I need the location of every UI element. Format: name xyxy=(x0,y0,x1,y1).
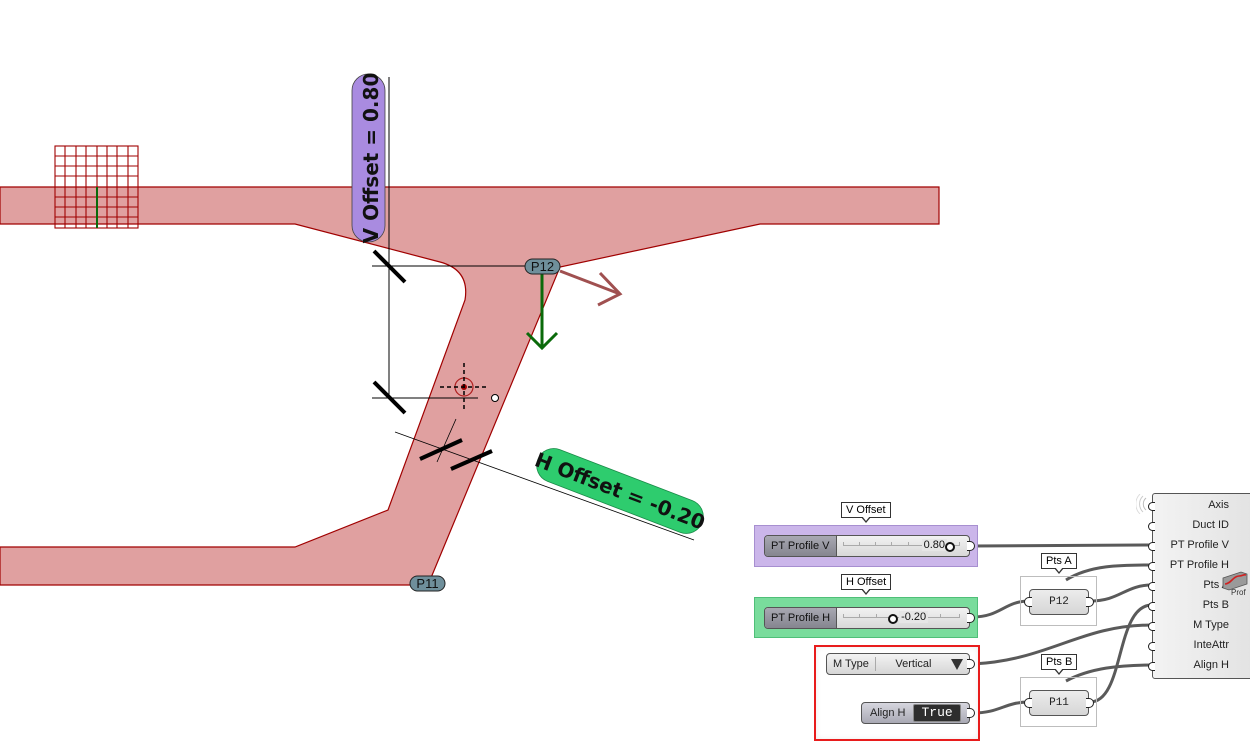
h-dimension xyxy=(394,418,695,541)
slider-track[interactable]: 0.80 xyxy=(837,536,970,556)
wireless-receiver-icon xyxy=(1136,494,1147,514)
input-inteattr[interactable]: InteAttr xyxy=(1193,639,1229,651)
control-point-handle[interactable] xyxy=(491,394,499,402)
output-port[interactable] xyxy=(967,541,975,551)
input-pts-b[interactable]: Pts B xyxy=(1202,599,1229,611)
pts-b-group xyxy=(1020,677,1097,727)
toggle-name: Align H xyxy=(870,707,906,719)
input-m-type[interactable]: M Type xyxy=(1193,619,1229,631)
input-axis[interactable]: Axis xyxy=(1208,499,1229,511)
direction-arrow-icon xyxy=(559,269,623,307)
profile-component-icon: Prof xyxy=(1222,571,1248,596)
slider-track[interactable]: -0.20 xyxy=(837,608,969,628)
input-pts-a[interactable]: Pts A xyxy=(1203,579,1229,591)
input-port[interactable] xyxy=(1148,562,1155,571)
slider-pt-profile-h[interactable]: PT Profile H -0.20 xyxy=(764,607,975,629)
toggle-value[interactable]: True xyxy=(913,704,961,722)
profile-component[interactable]: Axis Duct ID PT Profile V PT Profile H P… xyxy=(1148,493,1250,679)
input-pt-profile-v[interactable]: PT Profile V xyxy=(1170,539,1230,551)
input-port[interactable] xyxy=(1148,522,1155,531)
param-p12[interactable]: P12 xyxy=(1024,589,1094,615)
point-tag-p12: P12 xyxy=(524,258,561,275)
dropdown-arrow-icon[interactable] xyxy=(951,658,963,670)
output-port[interactable] xyxy=(967,613,975,623)
input-pt-profile-h[interactable]: PT Profile H xyxy=(1169,559,1229,571)
value-list-name: M Type xyxy=(827,657,876,671)
input-port[interactable] xyxy=(1148,622,1155,631)
slider-value: -0.20 xyxy=(899,611,929,623)
input-port[interactable] xyxy=(1024,698,1032,708)
v-offset-label-text: V Offset = 0.80 xyxy=(359,73,383,244)
input-align-h[interactable]: Align H xyxy=(1193,659,1229,671)
input-port[interactable] xyxy=(1024,597,1032,607)
h-offset-label: H Offset = -0.20 xyxy=(532,447,709,534)
value-list-m-type[interactable]: M Type Vertical xyxy=(826,653,975,675)
param-label: P11 xyxy=(1049,697,1069,709)
v-offset-label: V Offset = 0.80 xyxy=(351,73,386,244)
slider-knob[interactable] xyxy=(945,542,955,552)
input-port[interactable] xyxy=(1148,542,1155,551)
toggle-align-h[interactable]: Align H True xyxy=(861,702,975,724)
h-offset-callout: H Offset xyxy=(841,574,892,595)
output-port[interactable] xyxy=(967,708,975,718)
slider-knob[interactable] xyxy=(888,614,899,624)
down-arrow-icon xyxy=(525,274,559,351)
profile-icon-label: Prof xyxy=(1231,588,1246,596)
value-list-value[interactable]: Vertical xyxy=(895,658,932,670)
param-p11[interactable]: P11 xyxy=(1024,690,1094,716)
input-port[interactable] xyxy=(1148,642,1155,651)
output-port[interactable] xyxy=(1086,698,1094,708)
output-port[interactable] xyxy=(967,659,975,669)
point-tag-p11: P11 xyxy=(409,575,446,592)
slider-value: 0.80 xyxy=(921,539,947,551)
point-tag-p12-text: P12 xyxy=(531,259,554,274)
slider-name: PT Profile V xyxy=(765,536,837,556)
point-tag-p11-text: P11 xyxy=(416,576,438,591)
input-duct-id[interactable]: Duct ID xyxy=(1192,519,1229,531)
slider-pt-profile-v[interactable]: PT Profile V 0.80 xyxy=(764,535,975,557)
pts-b-callout: Pts B xyxy=(1041,654,1078,675)
input-port[interactable] xyxy=(1148,582,1155,591)
slider-name: PT Profile H xyxy=(765,608,838,628)
v-offset-callout: V Offset xyxy=(841,502,891,523)
output-port[interactable] xyxy=(1086,597,1094,607)
crosshair-target-icon[interactable] xyxy=(440,363,488,411)
pts-a-group xyxy=(1020,576,1097,626)
input-port[interactable] xyxy=(1148,602,1155,611)
input-port[interactable] xyxy=(1148,662,1155,671)
input-port[interactable] xyxy=(1148,502,1155,511)
param-label: P12 xyxy=(1049,596,1069,608)
pts-a-callout: Pts A xyxy=(1041,553,1077,574)
duct-profile-shape xyxy=(0,186,940,586)
